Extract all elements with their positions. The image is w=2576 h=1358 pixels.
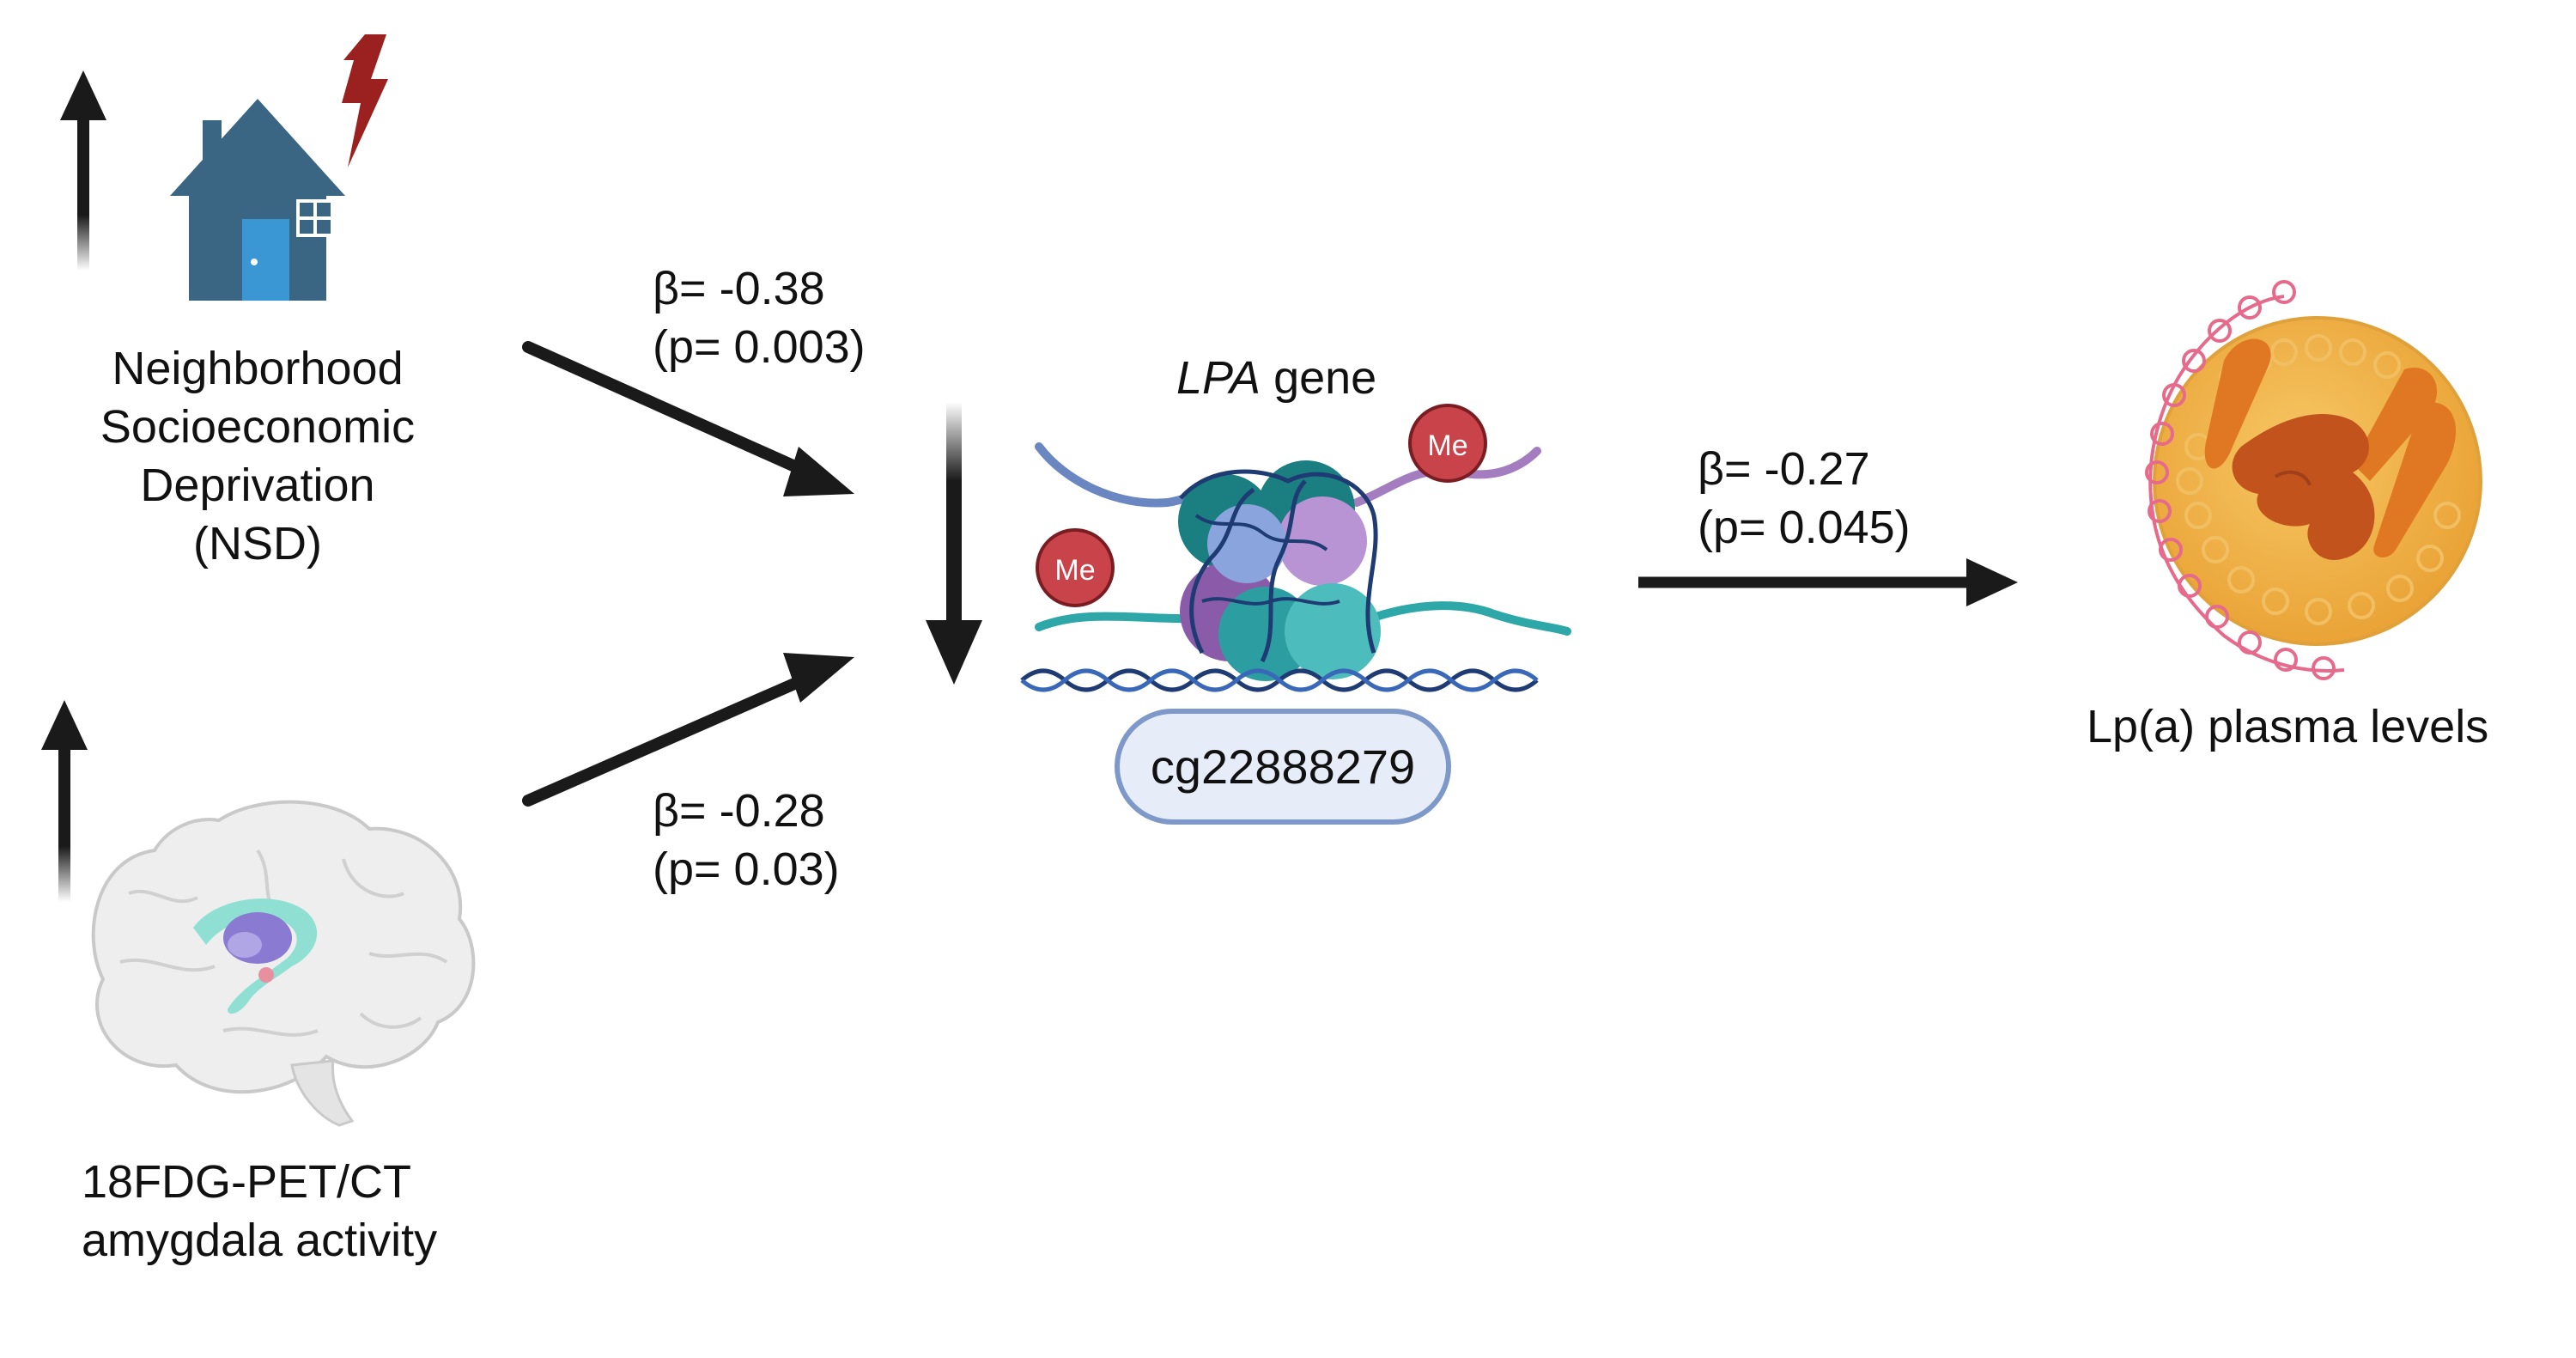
nsd-label: Neighborhood Socioeconomic Deprivation (… [34, 339, 481, 573]
assoc-pet-p: (p= 0.03) [653, 843, 840, 895]
gene-suffix: gene [1261, 352, 1377, 404]
nsd-label-line2: Socioeconomic [100, 401, 416, 453]
nsd-label-line3: Deprivation [140, 460, 375, 511]
lipoprotein-a-icon [2145, 280, 2482, 680]
methyl-group-left: Me [1036, 528, 1115, 607]
nsd-label-line1: Neighborhood [112, 343, 404, 394]
assoc-pet-beta: β= -0.28 [653, 785, 825, 837]
decrease-arrow-methylation [926, 402, 982, 685]
nsd-label-line4: (NSD) [193, 518, 322, 569]
assoc-lpa-stats: β= -0.27 (p= 0.045) [1698, 440, 1911, 557]
assoc-pet-stats: β= -0.28 (p= 0.03) [653, 782, 840, 898]
gene-name: LPA [1176, 352, 1261, 404]
assoc-nsd-stats: β= -0.38 (p= 0.003) [653, 259, 866, 376]
brain-icon [91, 800, 476, 1127]
assoc-lpa-p: (p= 0.045) [1698, 502, 1911, 553]
svg-text:Me: Me [1427, 429, 1467, 462]
pet-label: 18FDG-PET/CT amygdala activity [82, 1153, 437, 1270]
assoc-nsd-beta: β= -0.38 [653, 263, 825, 314]
assoc-nsd-p: (p= 0.003) [653, 321, 866, 373]
methyl-group-right: Me [1408, 404, 1487, 483]
lightning-icon [342, 34, 388, 167]
arrow-pet-to-methylation [522, 653, 854, 807]
house-icon [170, 99, 345, 301]
cpg-site-label: cg22888279 [1115, 709, 1451, 825]
gene-title: LPA gene [1176, 349, 1376, 407]
pet-label-line2: amygdala activity [82, 1215, 438, 1266]
arrow-nsd-to-methylation [522, 341, 854, 496]
outcome-label: Lp(a) plasma levels [2087, 701, 2489, 752]
pet-label-line1: 18FDG-PET/CT [82, 1156, 412, 1208]
svg-text:Me: Me [1054, 554, 1095, 587]
increase-arrow-pet [41, 700, 88, 902]
assoc-lpa-beta: β= -0.27 [1698, 443, 1870, 495]
increase-arrow-nsd [60, 70, 106, 271]
arrow-methylation-to-lpa [1638, 558, 2018, 606]
